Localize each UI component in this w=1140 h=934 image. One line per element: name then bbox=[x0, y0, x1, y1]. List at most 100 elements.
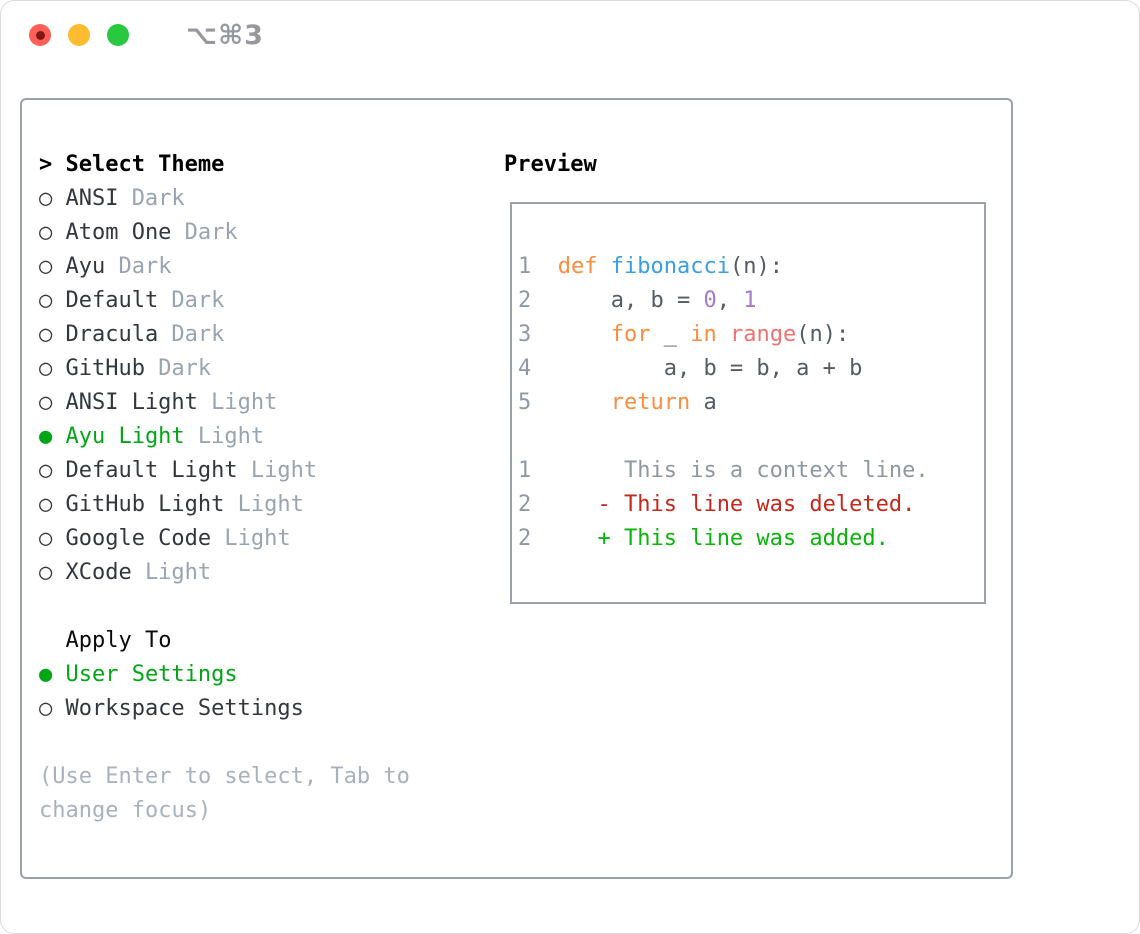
preview-code-line: 5 return a bbox=[518, 386, 984, 420]
theme-option-default-dark[interactable]: ○ Default Dark bbox=[39, 284, 502, 318]
code-token-pl: a, b = b, a + b bbox=[663, 356, 863, 381]
theme-option-github-dark[interactable]: ○ GitHub Dark bbox=[39, 352, 502, 386]
select-theme-header: > Select Theme bbox=[39, 148, 502, 182]
code-token-ln: 2 bbox=[518, 288, 532, 313]
code-token-pl: (n): bbox=[796, 322, 850, 347]
theme-tag: Dark bbox=[158, 356, 212, 381]
theme-name: Ayu Light bbox=[65, 424, 185, 449]
theme-tag: Dark bbox=[171, 322, 225, 347]
theme-name: ANSI Light bbox=[65, 390, 198, 415]
list-title: Select Theme bbox=[65, 152, 225, 177]
code-token-fn: fibonacci bbox=[610, 254, 730, 279]
apply-to-header: Apply To bbox=[39, 624, 502, 658]
radio-icon: ○ bbox=[39, 220, 53, 245]
theme-name: Atom One bbox=[65, 220, 172, 245]
theme-name: Ayu bbox=[65, 254, 106, 279]
maximize-button[interactable] bbox=[107, 24, 129, 46]
theme-tag: Light bbox=[197, 424, 265, 449]
code-token-pl bbox=[531, 322, 610, 347]
radio-icon: ○ bbox=[39, 526, 53, 551]
code-token-kw: def bbox=[557, 254, 598, 279]
theme-tag: Light bbox=[224, 526, 291, 551]
radio-selected-icon: ● bbox=[39, 424, 53, 449]
radio-icon: ○ bbox=[39, 390, 53, 415]
code-token-pl: a, b = bbox=[610, 288, 704, 313]
theme-name: XCode bbox=[65, 560, 132, 585]
theme-option-dracula-dark[interactable]: ○ Dracula Dark bbox=[39, 318, 502, 352]
theme-tag: Dark bbox=[118, 254, 172, 279]
radio-selected-icon: ● bbox=[39, 662, 53, 687]
code-token-ln: 1 bbox=[518, 458, 532, 483]
preview-code-line bbox=[518, 420, 984, 454]
radio-icon: ○ bbox=[39, 288, 53, 313]
theme-tag: Light bbox=[237, 492, 304, 517]
code-token-pl: (n): bbox=[729, 254, 783, 279]
code-token-kw: for bbox=[610, 322, 651, 347]
code-token-ln: 3 bbox=[518, 322, 532, 347]
theme-name: Default bbox=[65, 288, 159, 313]
theme-tag: Light bbox=[250, 458, 318, 483]
code-token-ln: 2 bbox=[518, 526, 532, 551]
radio-icon: ○ bbox=[39, 492, 53, 517]
radio-icon: ○ bbox=[39, 254, 53, 279]
theme-tag: Light bbox=[144, 560, 212, 585]
preview-code-line: 1 This is a context line. bbox=[518, 454, 984, 488]
code-token-ctx: This is a context line. bbox=[623, 458, 929, 483]
code-token-pl bbox=[717, 322, 730, 347]
minimize-button[interactable] bbox=[68, 24, 90, 46]
theme-option-ayu-light[interactable]: ● Ayu Light Light bbox=[39, 420, 502, 454]
radio-icon: ○ bbox=[39, 560, 53, 585]
close-button[interactable] bbox=[29, 24, 51, 46]
radio-icon: ○ bbox=[39, 696, 53, 721]
theme-tag: Dark bbox=[171, 288, 225, 313]
code-token-pl bbox=[531, 526, 597, 551]
code-token-ln: 2 bbox=[518, 492, 532, 517]
preview-code-line: 2 - This line was deleted. bbox=[518, 488, 984, 522]
apply-to-title: Apply To bbox=[65, 628, 172, 653]
radio-icon: ○ bbox=[39, 322, 53, 347]
code-token-pl bbox=[531, 356, 663, 381]
keyboard-hint: (Use Enter to select, Tab to change focu… bbox=[39, 764, 410, 823]
code-token-pl bbox=[531, 458, 624, 483]
theme-name: Dracula bbox=[65, 322, 159, 347]
preview-code-line: 2 a, b = 0, 1 bbox=[518, 284, 984, 318]
theme-option-ayu-dark[interactable]: ○ Ayu Dark bbox=[39, 250, 502, 284]
code-token-ln: 5 bbox=[518, 390, 532, 415]
theme-tag: Light bbox=[211, 390, 278, 415]
theme-tag: Dark bbox=[131, 186, 185, 211]
theme-name: ANSI bbox=[65, 186, 119, 211]
preview-code-line: 4 a, b = b, a + b bbox=[518, 352, 984, 386]
code-token-ln: 4 bbox=[518, 356, 532, 381]
preview-code-line: 3 for _ in range(n): bbox=[518, 318, 984, 352]
code-token-num: 0 bbox=[703, 288, 717, 313]
code-token-pl bbox=[531, 390, 610, 415]
code-token-kw: return bbox=[610, 390, 691, 415]
radio-icon: ○ bbox=[39, 356, 53, 381]
theme-option-ansi-dark[interactable]: ○ ANSI Dark bbox=[39, 182, 502, 216]
code-token-del: - This line was deleted. bbox=[597, 492, 916, 517]
code-token-num: 1 bbox=[743, 288, 757, 313]
theme-option-ansi-light[interactable]: ○ ANSI Light Light bbox=[39, 386, 502, 420]
apply-option-user-settings[interactable]: ● User Settings bbox=[39, 658, 502, 692]
apply-option-label: User Settings bbox=[65, 662, 238, 687]
apply-to-section: Apply To ● User Settings ○ Workspace Setti… bbox=[39, 624, 502, 726]
edited-dot-icon bbox=[35, 30, 45, 40]
apply-option-workspace-settings[interactable]: ○ Workspace Settings bbox=[39, 692, 502, 726]
preview-code-line: 2 + This line was added. bbox=[518, 522, 984, 556]
code-token-call: range bbox=[729, 322, 797, 347]
cursor-prompt-icon: > bbox=[39, 152, 53, 177]
radio-icon: ○ bbox=[39, 186, 53, 211]
apply-option-label: Workspace Settings bbox=[65, 696, 304, 721]
titlebar: ⌥⌘3 bbox=[0, 0, 1140, 70]
code-token-pl: _ bbox=[650, 322, 691, 347]
radio-icon: ○ bbox=[39, 458, 53, 483]
theme-name: GitHub bbox=[65, 356, 145, 381]
theme-option-xcode[interactable]: ○ XCode Light bbox=[39, 556, 502, 590]
code-token-pl bbox=[531, 492, 597, 517]
